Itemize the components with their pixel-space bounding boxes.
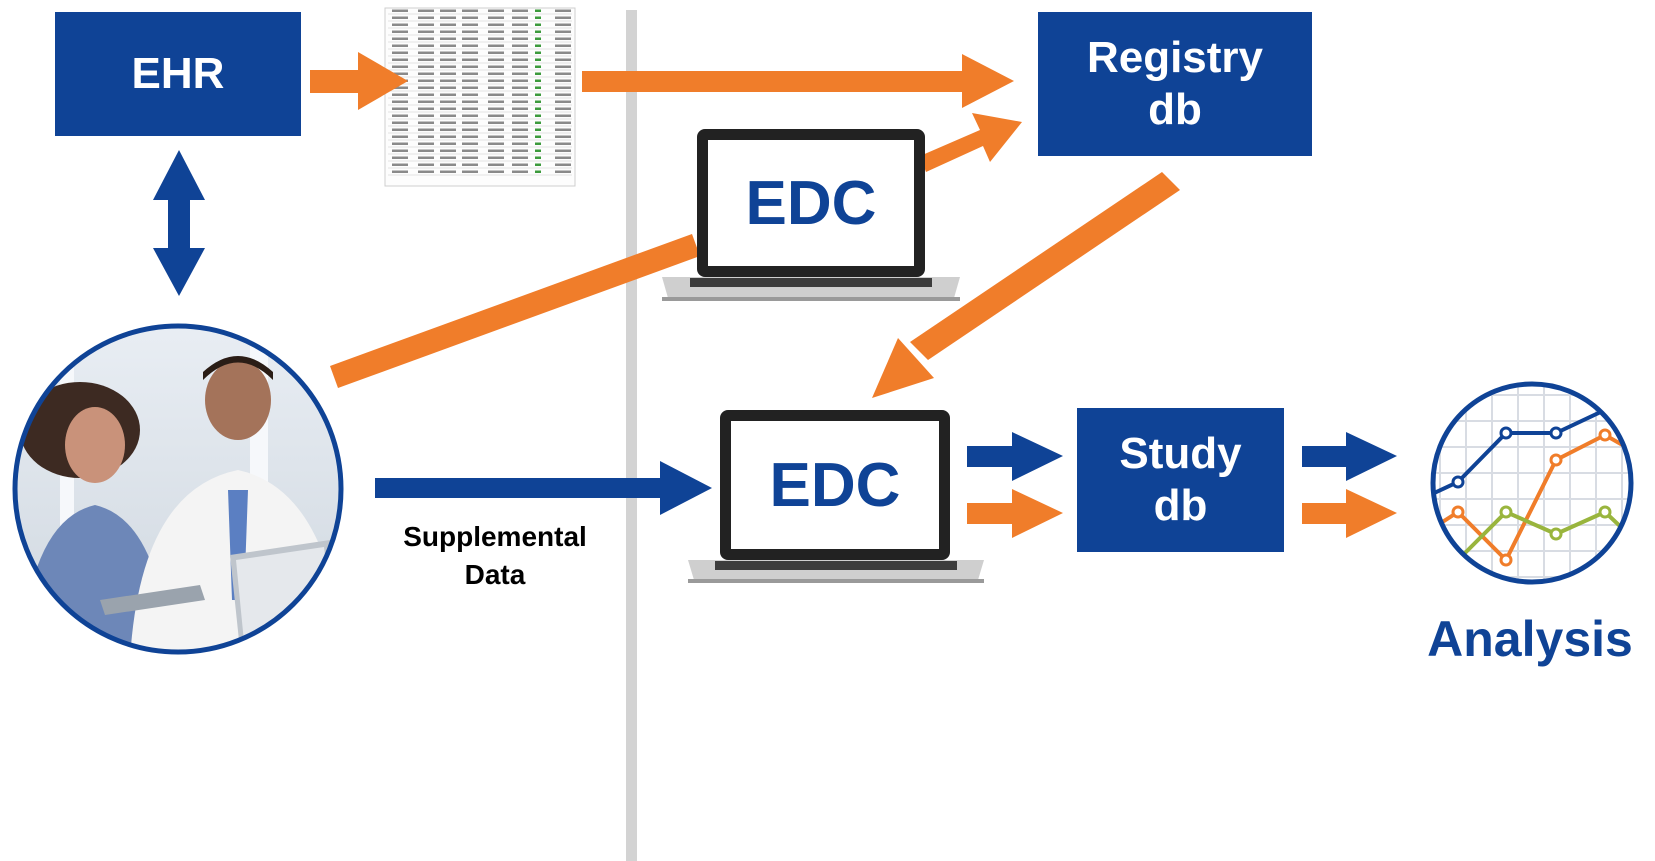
laptop-icon xyxy=(662,129,960,301)
arrow-edc-to-registry xyxy=(920,113,1022,172)
arrow-study-to-analysis-orange xyxy=(1302,489,1397,538)
arrow-clinicians-to-edc-supplemental xyxy=(375,461,712,515)
arrow-study-to-analysis-navy xyxy=(1302,432,1397,481)
divider-line xyxy=(626,10,637,861)
supplemental-data-line1: Supplemental xyxy=(403,521,587,552)
line-chart-icon xyxy=(1430,381,1634,585)
ehr-label: EHR xyxy=(131,49,225,98)
registry-db-label-line2: db xyxy=(1148,85,1202,134)
arrow-edc-to-study-navy xyxy=(967,432,1063,481)
study-db-box: Study db xyxy=(1077,408,1284,552)
edc-bottom-label: EDC xyxy=(769,450,901,520)
registry-db-box: Registry db xyxy=(1038,12,1312,156)
supplemental-data-line2: Data xyxy=(464,559,526,590)
ehr-box: EHR xyxy=(55,12,301,136)
laptop-icon xyxy=(688,410,984,583)
spreadsheet-thumbnail-icon xyxy=(384,7,576,187)
registry-db-label-line1: Registry xyxy=(1086,33,1264,82)
study-db-label-line1: Study xyxy=(1119,429,1242,478)
study-db-label-line2: db xyxy=(1153,481,1208,530)
clinicians-photo xyxy=(12,323,344,655)
analysis-label: Analysis xyxy=(1427,611,1633,667)
supplemental-data-label: Supplemental Data xyxy=(380,518,610,594)
arrow-clinicians-to-edc xyxy=(330,234,700,388)
arrow-registry-to-edc xyxy=(872,172,1180,398)
arrow-edc-to-study-orange xyxy=(967,489,1063,538)
edc-top-label: EDC xyxy=(745,168,877,238)
arrow-ehr-clinicians-bidirectional xyxy=(153,150,205,296)
arrow-spreadsheet-to-registry xyxy=(582,54,1014,108)
arrow-ehr-to-spreadsheet xyxy=(310,52,408,110)
